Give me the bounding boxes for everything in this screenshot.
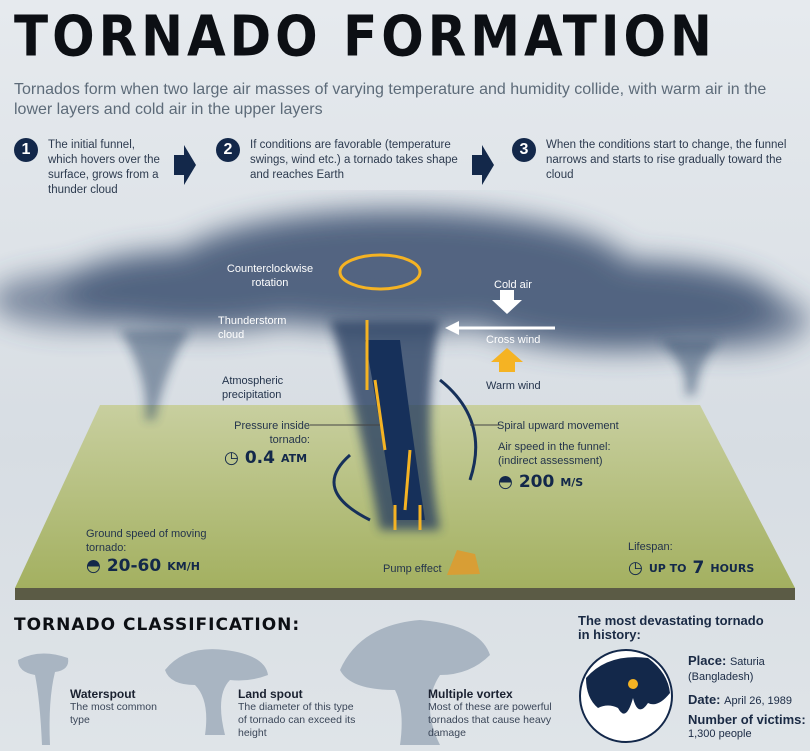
tornado-silhouettes: [18, 620, 490, 745]
subtitle: Tornados form when two large air masses …: [14, 81, 767, 118]
waterspout-icon: [18, 653, 69, 745]
page-title: TORNADO FORMATION: [14, 4, 716, 69]
ground-speed-unit: KM/H: [167, 559, 200, 573]
step-number: 3: [512, 138, 536, 162]
right-arrow-icon: [174, 145, 196, 185]
right-arrow-icon: [472, 145, 494, 185]
label-precipitation: Atmospheric precipitation: [222, 375, 284, 401]
place-label: Place:: [688, 653, 727, 668]
label-ground-speed: Ground speed of moving tornado:: [86, 528, 207, 554]
air-speed-number: 200: [518, 472, 555, 492]
date-label: Date:: [688, 692, 721, 707]
label-warm-wind: Warm wind: [486, 380, 541, 392]
pressure-unit: ATM: [280, 451, 308, 465]
clock-icon: ◷: [628, 558, 643, 578]
history-date: Date: April 26, 1989: [688, 693, 792, 708]
label-rotation: Counterclockwise rotation: [226, 263, 314, 289]
classification-heading: TORNADO CLASSIFICATION:: [14, 615, 301, 635]
label-pressure: Pressure inside tornado:: [234, 420, 310, 446]
step-text: If conditions are favorable (temperature…: [250, 139, 458, 181]
type-desc: The most common type: [70, 701, 157, 726]
step-number: 2: [216, 138, 240, 162]
lifespan-unit: HOURS: [710, 561, 755, 575]
lifespan-prefix: UP TO: [648, 561, 687, 575]
label-air-speed: Air speed in the funnel: (indirect asses…: [498, 441, 611, 467]
type-desc: The diameter of this type of tornado can…: [238, 701, 356, 739]
air-speed-unit: M/S: [560, 475, 584, 489]
step-number: 1: [14, 138, 38, 162]
gauge-icon: ◷: [224, 448, 239, 468]
step-1: 1 The initial funnel, which hovers over t…: [14, 138, 164, 198]
label-cold-air: Cold air: [494, 279, 532, 291]
lifespan-number: 7: [692, 558, 705, 578]
history-heading: The most devastating tornado in history:: [578, 613, 764, 642]
pressure-number: 0.4: [244, 448, 275, 468]
land-spout-icon: [165, 649, 268, 735]
ground-speed-number: 20-60: [106, 556, 162, 576]
label-cross-wind: Cross wind: [486, 334, 541, 346]
type-name: Waterspout: [70, 687, 136, 701]
tornado-scene: [0, 210, 810, 600]
step-3: 3 When the conditions start to change, th…: [512, 138, 802, 183]
type-name: Multiple vortex: [428, 687, 513, 701]
type-name: Land spout: [238, 687, 303, 701]
ground-speed-value: ◓20-60 KM/H: [86, 556, 200, 576]
speedometer-icon: ◓: [498, 472, 513, 492]
type-desc: Most of these are powerful tornados that…: [428, 701, 552, 739]
lifespan-value: ◷ UP TO 7 HOURS: [628, 558, 754, 578]
step-text: When the conditions start to change, the…: [546, 139, 787, 181]
label-lifespan: Lifespan:: [628, 541, 673, 553]
air-speed-value: ◓200 M/S: [498, 472, 583, 492]
label-spiral: Spiral upward movement: [497, 420, 619, 432]
speedometer-icon: ◓: [86, 556, 101, 576]
victims-label: Number of victims:: [688, 712, 806, 727]
pressure-value: ◷0.4 ATM: [224, 448, 307, 468]
history-place: Place: Saturia (Bangladesh): [688, 654, 808, 684]
multiple-vortex-icon: [340, 620, 490, 745]
date-value: April 26, 1989: [724, 695, 793, 707]
victims-value: 1,300 people: [688, 728, 752, 740]
place-value: Saturia (Bangladesh): [688, 656, 765, 683]
history-victims: Number of victims:1,300 people: [688, 713, 806, 741]
label-thunderstorm: Thunderstorm cloud: [218, 315, 287, 341]
globe-icon: [579, 649, 673, 743]
label-pump: Pump effect: [383, 563, 442, 575]
step-2: 2 If conditions are favorable (temperatur…: [216, 138, 466, 183]
pump-house-icon: [447, 550, 480, 575]
step-text: The initial funnel, which hovers over th…: [48, 139, 160, 196]
